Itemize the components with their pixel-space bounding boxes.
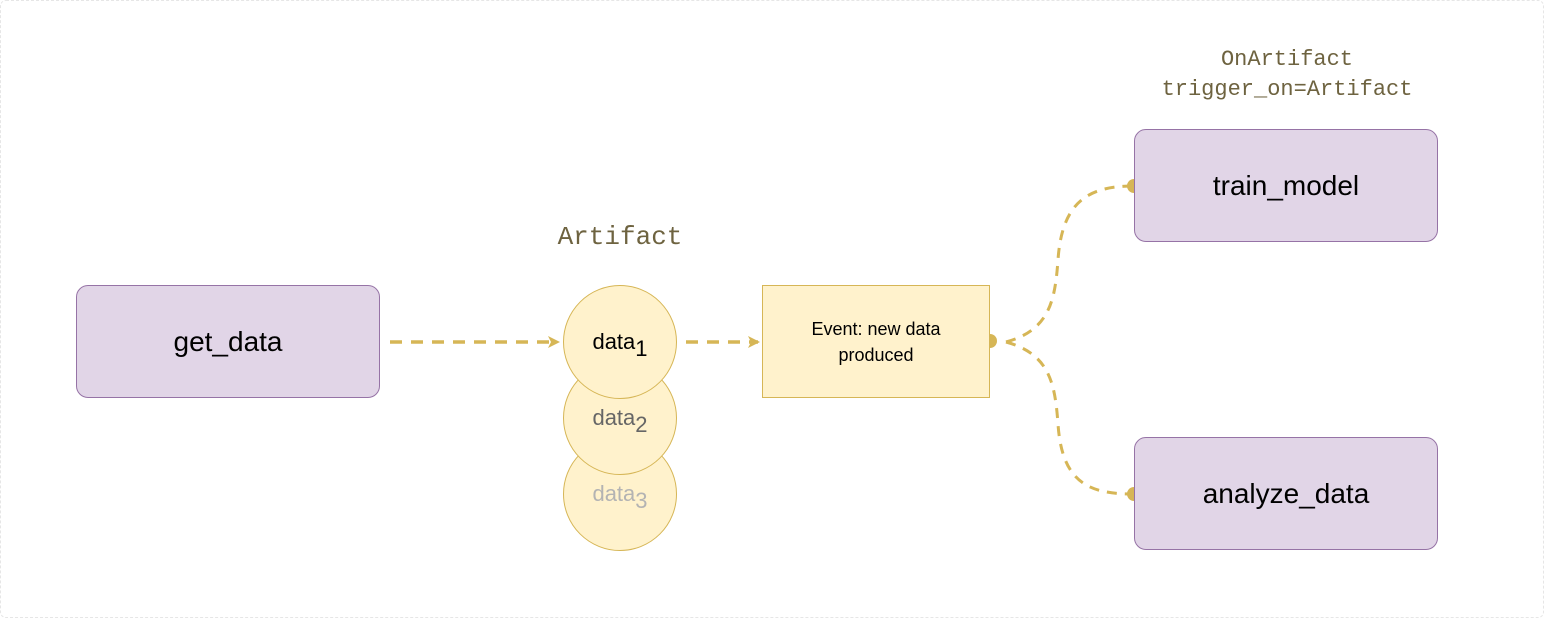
artifact-data-2-label: data2 (592, 405, 648, 437)
artifact-data-1-label: data1 (592, 329, 648, 361)
event-label: Event: new data produced (811, 318, 941, 365)
artifact-data-1[interactable]: data1 (563, 285, 677, 399)
artifact-label: Artifact (557, 222, 683, 252)
trigger-label: OnArtifact trigger_on=Artifact (1120, 45, 1454, 105)
event-node[interactable]: Event: new data produced (762, 285, 990, 398)
analyze-data-node[interactable]: analyze_data (1134, 437, 1438, 550)
edge-event-to-train-model (1005, 184, 1135, 344)
get-data-node[interactable]: get_data (76, 285, 380, 398)
trigger-name: OnArtifact (1220, 47, 1354, 72)
edge-event-to-analyze-data (1005, 340, 1135, 496)
train-model-node[interactable]: train_model (1134, 129, 1438, 242)
artifact-data-3-label: data3 (592, 481, 648, 513)
trigger-param: trigger_on=Artifact (1161, 77, 1413, 102)
